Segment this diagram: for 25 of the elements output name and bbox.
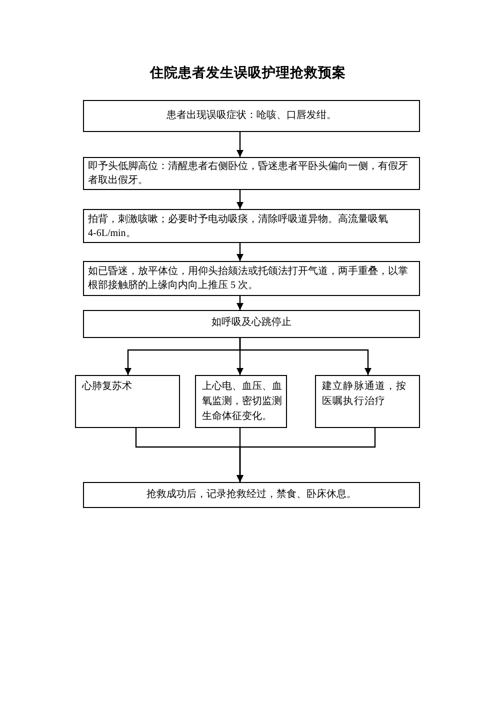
step-text: 建立静脉通道，按医嘱执行治疗 bbox=[322, 380, 408, 409]
title: 住院患者发生误吸护理抢救预案 bbox=[150, 64, 346, 82]
process-box bbox=[83, 209, 420, 243]
process-box bbox=[83, 482, 420, 508]
step-text: 拍背，刺激咳嗽；必要时予电动吸痰，清除呼吸道异物。高流量吸氧4-6L/min。 bbox=[88, 213, 389, 241]
step-text: 患者出现误吸症状：呛咳、口唇发绀。 bbox=[166, 109, 338, 123]
step-text: 如呼吸及心跳停止 bbox=[210, 316, 292, 330]
step-text: 上心电、血压、血氧监测，密切监测生命体征变化。 bbox=[202, 380, 283, 424]
process-box bbox=[75, 375, 180, 428]
process-box bbox=[83, 157, 420, 190]
arrow bbox=[239, 338, 372, 375]
arrow bbox=[236, 132, 244, 157]
arrow bbox=[236, 243, 244, 261]
step-text: 即予头低脚高位：清醒患者右侧卧位，昏迷患者平卧头偏向一侧，有假牙者取出假牙。 bbox=[88, 160, 409, 188]
process-box bbox=[83, 100, 420, 132]
process-box bbox=[83, 310, 420, 338]
arrow bbox=[236, 428, 376, 482]
arrow bbox=[236, 296, 244, 310]
step-text: 如已昏迷，放平体位，用仰头抬颏法或托颌法打开气道，两手重叠，以掌根部接触脐的上缘向内向上推压 5 次。 bbox=[88, 265, 409, 293]
process-box bbox=[315, 375, 420, 428]
step-text: 心肺复苏术 bbox=[82, 380, 133, 394]
process-box bbox=[195, 375, 287, 428]
arrow bbox=[236, 190, 244, 209]
process-box bbox=[83, 261, 420, 296]
step-text: 抢救成功后，记录抢救经过，禁食、卧床休息。 bbox=[146, 488, 358, 502]
